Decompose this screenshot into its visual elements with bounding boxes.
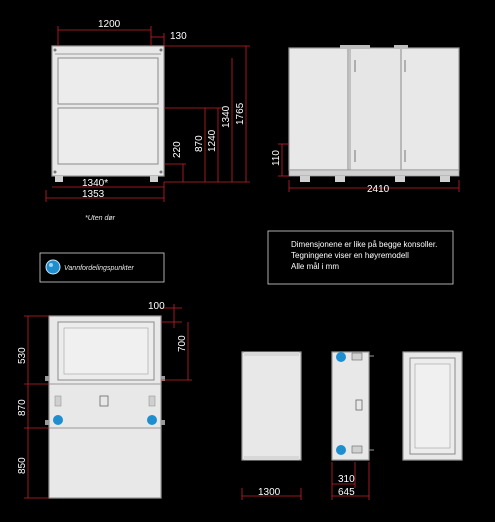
- water-point-icon: [147, 415, 157, 425]
- water-point-icon: [336, 445, 346, 455]
- dim-870: 870: [194, 135, 205, 152]
- dim-645: 645: [338, 487, 355, 498]
- notes-box: [267, 230, 454, 285]
- legend-label: Vannfordelingspunkter: [64, 265, 134, 272]
- bottom-right-view-middle: [331, 351, 374, 461]
- dim-1765: 1765: [235, 102, 246, 125]
- dim-1300: 1300: [258, 487, 281, 498]
- dim-130: 130: [170, 31, 187, 42]
- water-point-icon: [336, 352, 346, 362]
- caption-without-door: *Uten dør: [85, 215, 116, 222]
- water-point-icon: [53, 415, 63, 425]
- dim-1240: 1240: [207, 129, 218, 152]
- top-left-dimensions: [45, 26, 250, 202]
- bottom-left-dimensions: [24, 304, 192, 499]
- legend-box: [39, 252, 165, 283]
- dim-1340-star: 1340*: [82, 178, 108, 189]
- dim-700: 700: [177, 335, 188, 352]
- dim-1340: 1340: [221, 105, 232, 128]
- bottom-right-dimensions: [241, 462, 370, 500]
- dim-310: 310: [338, 474, 355, 485]
- top-right-dimensions: [278, 143, 460, 192]
- dim-530: 530: [17, 347, 28, 364]
- dim-1200: 1200: [98, 19, 121, 30]
- dim-100: 100: [148, 301, 165, 312]
- bottom-right-view-left: [241, 351, 302, 461]
- dim-850: 850: [17, 457, 28, 474]
- note-line-2: Tegningene viser en høyremodell: [291, 251, 409, 260]
- top-right-side-view: [288, 45, 460, 182]
- bottom-left-view: [45, 315, 165, 499]
- dim-220: 220: [172, 141, 183, 158]
- dim-2410: 2410: [367, 184, 390, 195]
- water-point-icon: [45, 259, 61, 275]
- dim-870-bottom: 870: [17, 399, 28, 416]
- dim-1353: 1353: [82, 189, 105, 200]
- note-line-1: Dimensjonene er like på begge konsoller.: [291, 240, 437, 249]
- bottom-right-view-right: [402, 351, 463, 461]
- note-line-3: Alle mål i mm: [291, 262, 339, 271]
- top-left-front-view: [51, 45, 165, 182]
- dim-110: 110: [271, 150, 282, 166]
